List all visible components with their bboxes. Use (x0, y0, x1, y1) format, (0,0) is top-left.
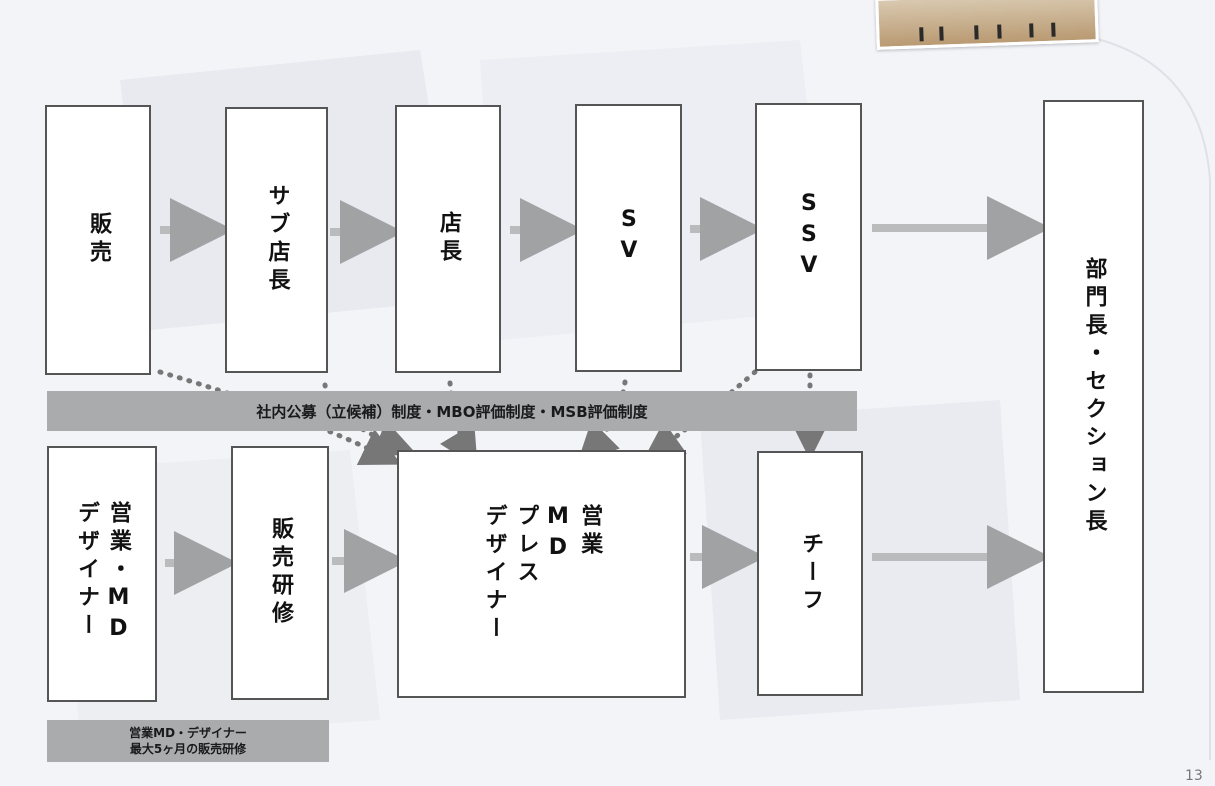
training-note: 営業MD・デザイナー 最大5ヶ月の販売研修 (47, 720, 329, 762)
top-row-arrows (160, 196, 1051, 264)
career-box-label: SSV (796, 190, 822, 284)
career-box-label: 営業 MD プレス デザイナー (481, 504, 603, 644)
career-box-sv: SV (575, 104, 682, 372)
system-band: 社内公募（立候補）制度・MBO評価制度・MSB評価制度 (47, 391, 857, 431)
training-note-line2: 最大5ヶ月の販売研修 (129, 742, 247, 756)
career-box-sales-training: 販売研修 (231, 446, 329, 700)
career-box-label: 部門長・セクション長 (1081, 256, 1107, 537)
system-band-text: 社内公募（立候補）制度・MBO評価制度・MSB評価制度 (256, 402, 648, 421)
career-box-label: 営業・MD デザイナー (74, 501, 131, 647)
career-box-sales-md-press-designer: 営業 MD プレス デザイナー (397, 450, 686, 698)
career-box-sub-store-manager: サブ店長 (225, 107, 328, 373)
career-box-chief: チーフ (757, 451, 863, 696)
career-box-label: サブ店長 (264, 184, 290, 296)
career-box-label: SV (616, 207, 642, 269)
career-box-sales-md-designer: 営業・MD デザイナー (47, 446, 157, 702)
page-number: 13 (1185, 768, 1203, 784)
career-box-department-head: 部門長・セクション長 (1043, 100, 1144, 693)
training-note-line1: 営業MD・デザイナー (129, 726, 247, 740)
career-box-label: 販売研修 (267, 517, 293, 629)
career-box-label: チーフ (797, 531, 823, 616)
career-box-label: 販売 (85, 212, 111, 268)
bottom-row-arrows (165, 525, 1051, 595)
career-box-ssv: SSV (755, 103, 862, 371)
career-box-sales: 販売 (45, 105, 151, 375)
career-box-store-manager: 店長 (395, 105, 501, 373)
career-box-label: 店長 (435, 211, 461, 267)
